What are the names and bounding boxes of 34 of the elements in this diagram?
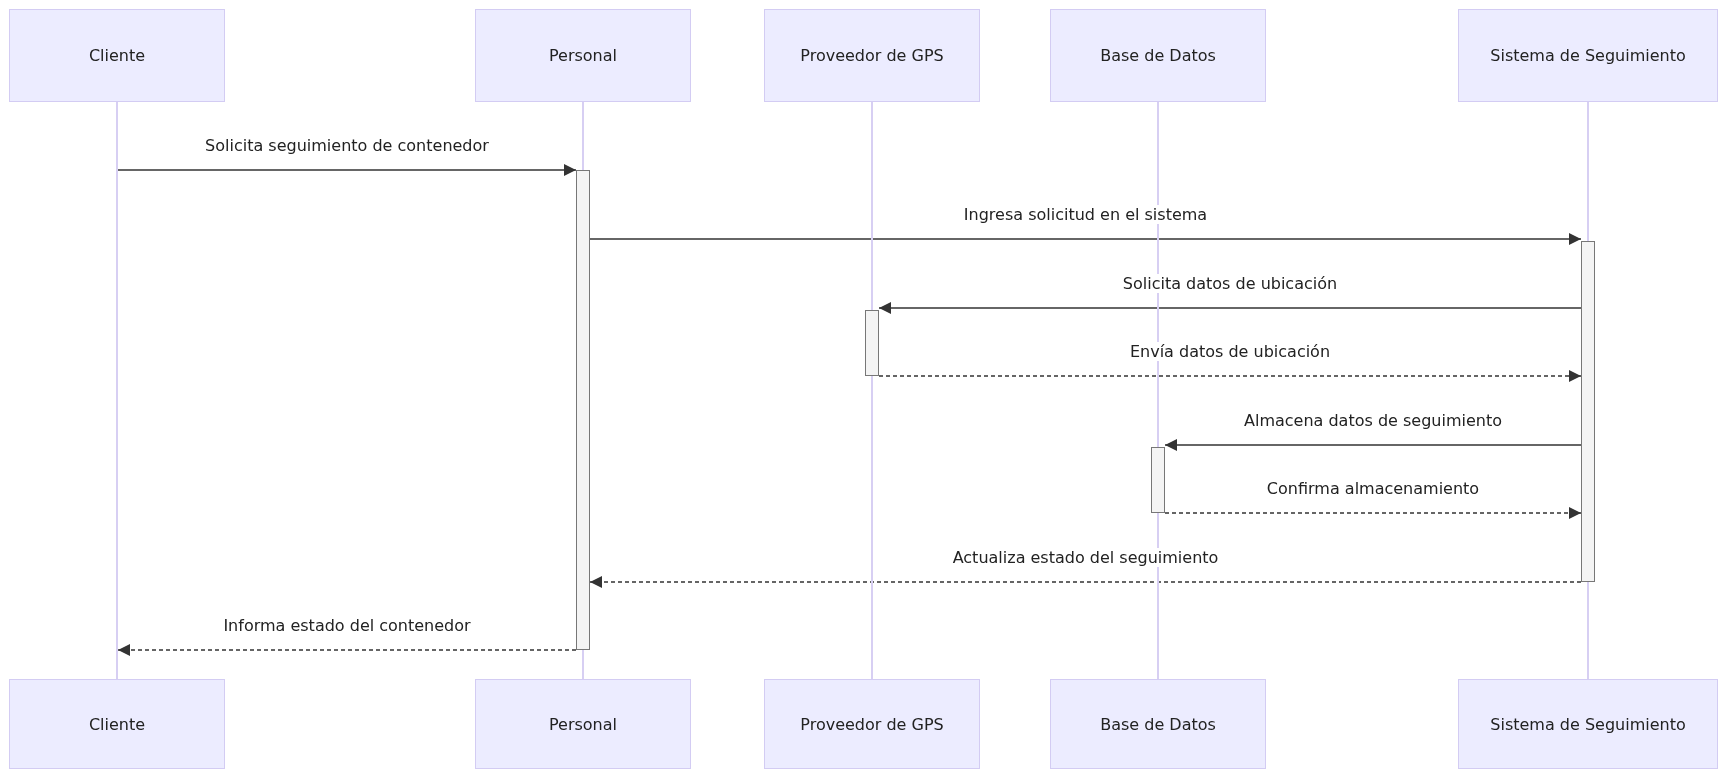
participant-name: Base de Datos	[1100, 714, 1216, 734]
participant-box	[1050, 9, 1266, 102]
participant-name: Proveedor de GPS	[800, 46, 944, 65]
message-arrow	[117, 644, 577, 656]
message-label: Almacena datos de seguimiento	[1241, 411, 1505, 430]
participant-name: Cliente	[88, 46, 146, 65]
activation-bar	[576, 170, 590, 650]
activation-bar	[1151, 447, 1165, 513]
message-arrow	[878, 302, 1582, 314]
message-arrow	[117, 164, 577, 176]
participant-box	[1458, 679, 1718, 769]
participant-name: Sistema de Seguimiento	[1490, 714, 1686, 734]
message-arrow	[589, 576, 1582, 588]
message-arrow	[1164, 439, 1582, 451]
participant-box	[475, 9, 691, 102]
participant-name: Cliente	[88, 714, 146, 734]
participant-box	[764, 9, 980, 102]
participant-box	[9, 9, 225, 102]
participant-box	[9, 679, 225, 769]
participant-name: Sistema de Seguimiento	[1490, 46, 1686, 65]
participant-name: Personal	[549, 714, 617, 734]
message-arrow	[589, 233, 1582, 245]
activation-bar	[865, 310, 879, 376]
participant-box	[764, 679, 980, 769]
participant-box	[1050, 679, 1266, 769]
activation-bar	[1581, 241, 1595, 582]
participant-box	[475, 679, 691, 769]
participant-box	[1458, 9, 1718, 102]
lifeline	[116, 102, 118, 679]
participant-name: Personal	[549, 46, 617, 65]
participant-name: Base de Datos	[1100, 46, 1216, 65]
participant-name: Proveedor de GPS	[800, 714, 944, 734]
message-arrow	[878, 370, 1582, 382]
message-arrow	[1164, 507, 1582, 519]
